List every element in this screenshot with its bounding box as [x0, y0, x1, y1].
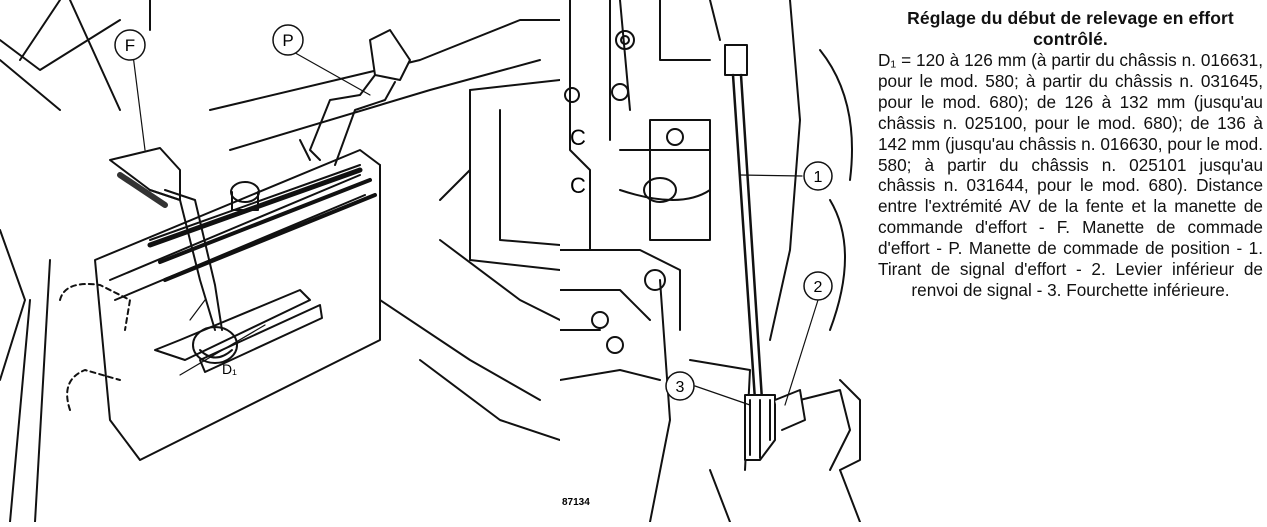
callout-p-label: P — [282, 31, 293, 50]
side-label-c-upper: C — [570, 125, 586, 150]
caption-body: D₁ = 120 à 126 mm (à partir du châssis n… — [878, 50, 1263, 300]
callout-f-label: F — [125, 36, 135, 55]
callout-3: 3 — [665, 371, 695, 401]
figure-reference-code: 87134 — [562, 497, 590, 508]
lever-quadrant-drawing: F P D₁ — [0, 0, 561, 523]
callout-1-label: 1 — [814, 169, 823, 186]
linkage-drawing: C C 1 2 3 87134 — [559, 0, 861, 523]
side-label-c-lower: C — [570, 173, 586, 198]
callout-f: F — [114, 29, 146, 61]
lever-quadrant-figure: F P D₁ — [0, 0, 561, 523]
dimension-d1-label: D₁ — [222, 361, 237, 377]
callout-3-label: 3 — [676, 379, 685, 396]
callout-2-label: 2 — [814, 279, 823, 296]
callout-1: 1 — [803, 161, 833, 191]
figure-caption: Réglage du début de relevage en effort c… — [878, 8, 1263, 301]
callout-2: 2 — [803, 271, 833, 301]
linkage-figure: C C 1 2 3 87134 — [559, 0, 870, 523]
caption-title: Réglage du début de relevage en effort c… — [907, 8, 1234, 49]
callout-p: P — [272, 24, 304, 56]
